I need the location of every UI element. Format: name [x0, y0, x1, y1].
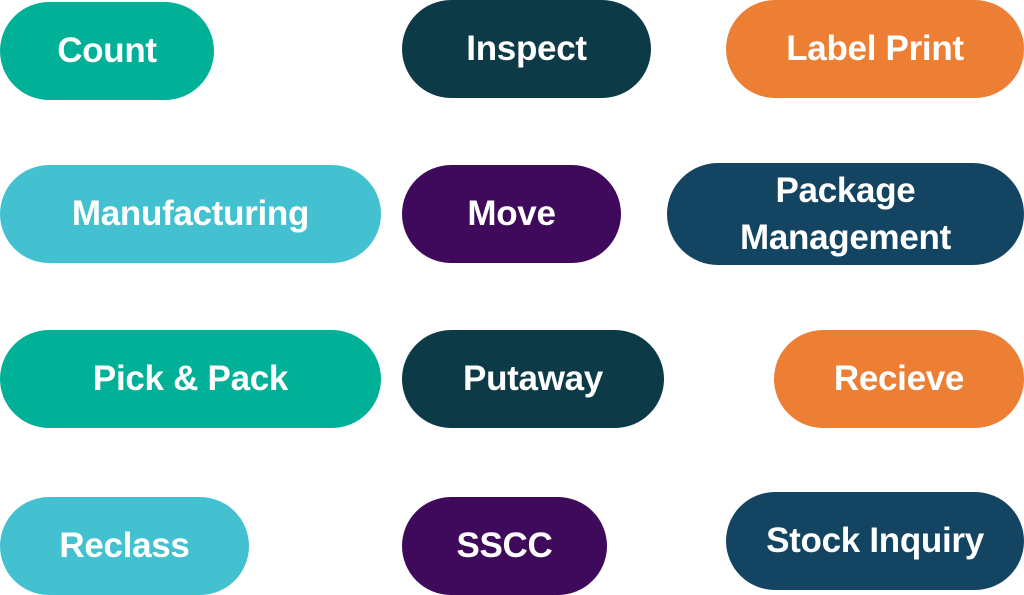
stock-inquiry-pill[interactable]: Stock Inquiry: [726, 492, 1024, 590]
inspect-label: Inspect: [466, 29, 587, 68]
manufacturing-pill[interactable]: Manufacturing: [0, 165, 381, 263]
package-management-pill[interactable]: Package Management: [667, 163, 1024, 265]
recieve-pill[interactable]: Recieve: [774, 330, 1024, 428]
sscc-label: SSCC: [456, 526, 553, 565]
putaway-pill[interactable]: Putaway: [402, 330, 664, 428]
package-management-label: Package Management: [740, 171, 951, 257]
reclass-label: Reclass: [59, 526, 190, 565]
recieve-label: Recieve: [833, 359, 965, 398]
move-label: Move: [467, 194, 556, 233]
pick-and-pack-pill[interactable]: Pick & Pack: [0, 330, 381, 428]
count-pill[interactable]: Count: [0, 2, 214, 100]
putaway-label: Putaway: [463, 359, 603, 398]
count-label: Count: [57, 31, 157, 70]
label-print-label: Label Print: [786, 29, 964, 68]
inspect-pill[interactable]: Inspect: [402, 0, 651, 98]
label-print-pill[interactable]: Label Print: [726, 0, 1024, 98]
pick-and-pack-label: Pick & Pack: [92, 359, 289, 398]
move-pill[interactable]: Move: [402, 165, 621, 263]
stock-inquiry-label: Stock Inquiry: [766, 521, 984, 560]
reclass-pill[interactable]: Reclass: [0, 497, 249, 595]
manufacturing-label: Manufacturing: [71, 194, 310, 233]
sscc-pill[interactable]: SSCC: [402, 497, 607, 595]
